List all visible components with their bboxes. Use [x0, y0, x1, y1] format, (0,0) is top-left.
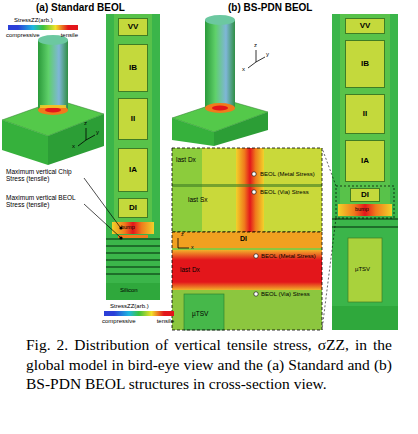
layer-label: II [363, 110, 367, 118]
part-label: Silicon [120, 287, 138, 294]
axis-label: z [254, 42, 257, 49]
cross-section-b [322, 14, 398, 330]
legend-title: StressZZ(arb.) [110, 303, 149, 310]
layer-label: IB [129, 64, 137, 72]
panel-title: (a) Standard BEOL [36, 2, 125, 13]
stress-label: BEOL (Metal Stress) [261, 253, 316, 260]
axis-label: x [242, 66, 245, 73]
legend-swatch [104, 311, 114, 316]
legend-swatch [164, 311, 174, 316]
layer-label: IA [361, 157, 369, 165]
layer-block: IB [345, 40, 385, 88]
part-label: last Dx [176, 156, 196, 163]
axis-label: x [191, 244, 194, 250]
legend-swatch [8, 25, 18, 30]
layer-label: IB [361, 60, 369, 68]
part-label: µTSV [192, 310, 208, 317]
legend-text: tensile [61, 32, 78, 38]
layer-label: VV [128, 23, 139, 31]
layer-label: II [131, 115, 135, 123]
legend-swatch [68, 25, 78, 30]
figure-caption: Fig. 2. Distribution of vertical tensile… [26, 335, 392, 394]
layer-label: IA [129, 166, 137, 174]
cross-section-a [84, 14, 160, 300]
part-label: last Dx [180, 266, 200, 273]
layer-label: DI [361, 191, 369, 199]
legend-text: compressive [102, 318, 136, 324]
layer-block: VV [345, 18, 385, 34]
part-label: µTSV [355, 266, 370, 273]
axis-label: z [84, 120, 87, 127]
layer-block: IB [118, 44, 148, 92]
legend-gradient [114, 311, 164, 316]
zoom-insets [172, 148, 322, 330]
bird-eye-a [2, 35, 104, 165]
stress-label: BEOL (Via) Stress [260, 189, 309, 196]
callout-text: Maximum vertical Chip Stress (tensile) [6, 168, 82, 182]
panel-title: (b) BS-PDN BEOL [228, 2, 312, 13]
layer-block: VV [118, 18, 148, 36]
part-label: bump [121, 224, 135, 230]
callout-text: Maximum vertical BEOL Stress (tensile) [6, 194, 82, 208]
layer-block: IA [118, 148, 148, 192]
axis-label: y [96, 129, 99, 136]
layer-label: VV [360, 22, 371, 30]
part-label: DI [240, 235, 247, 243]
layer-block: II [118, 98, 148, 140]
bird-eye-b [172, 15, 268, 146]
layer-block: DI [118, 198, 148, 218]
part-label: last Sx [188, 196, 208, 203]
stress-label: BEOL (Metal Stress) [260, 171, 315, 178]
axis-label: x [72, 143, 75, 150]
legend-gradient [18, 25, 68, 30]
legend-title: StressZZ(arb.) [14, 17, 53, 24]
layer-block: II [345, 94, 385, 134]
layer-label: DI [129, 204, 137, 212]
layer-block: IA [345, 140, 385, 182]
layer-block: DI [350, 188, 380, 202]
legend-text: compressive [6, 32, 40, 38]
part-label: bump [355, 206, 369, 212]
stress-label: BEOL (Via) Stress [261, 291, 310, 298]
legend-text: tensile [157, 318, 174, 324]
axis-label: y [266, 51, 269, 58]
axis-label: z [181, 231, 184, 237]
